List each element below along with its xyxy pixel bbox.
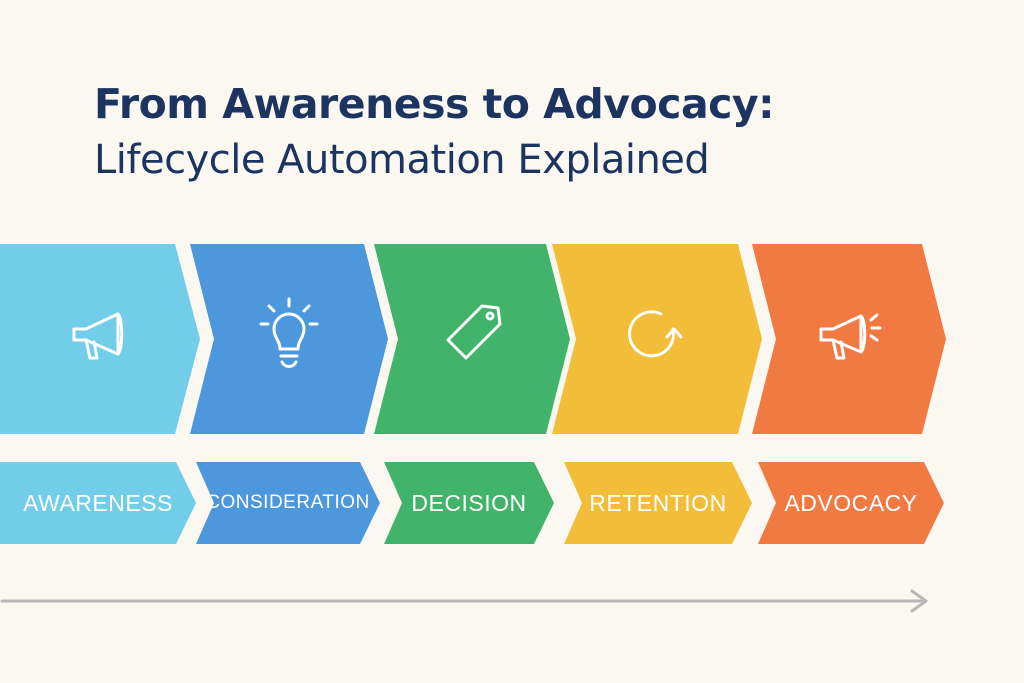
price-tag-icon	[446, 304, 502, 360]
label-text: DECISION	[411, 489, 527, 516]
timeline-arrow	[0, 589, 928, 613]
loud-megaphone-icon	[819, 313, 882, 360]
stage-advocacy	[752, 244, 946, 434]
label-retention: RETENTION	[564, 462, 752, 544]
label-advocacy: ADVOCACY	[758, 462, 944, 544]
label-text: RETENTION	[589, 489, 727, 516]
label-awareness: AWARENESS	[0, 462, 196, 544]
label-text: ADVOCACY	[784, 489, 918, 516]
refresh-icon	[628, 310, 683, 358]
label-consideration: CONSIDERATION	[196, 462, 380, 544]
label-decision: DECISION	[384, 462, 554, 544]
title-subheading: Lifecycle Automation Explained	[94, 137, 710, 183]
label-text: AWARENESS	[23, 489, 173, 516]
title-block: From Awareness to Advocacy: Lifecycle Au…	[94, 76, 775, 188]
stage-consideration	[190, 244, 388, 434]
stage-awareness	[0, 244, 200, 434]
stage-decision	[374, 244, 570, 434]
lightbulb-icon	[259, 297, 319, 368]
label-text: CONSIDERATION	[206, 492, 370, 513]
megaphone-icon	[72, 312, 124, 360]
title-heading: From Awareness to Advocacy:	[94, 80, 775, 128]
stage-retention	[552, 244, 762, 434]
